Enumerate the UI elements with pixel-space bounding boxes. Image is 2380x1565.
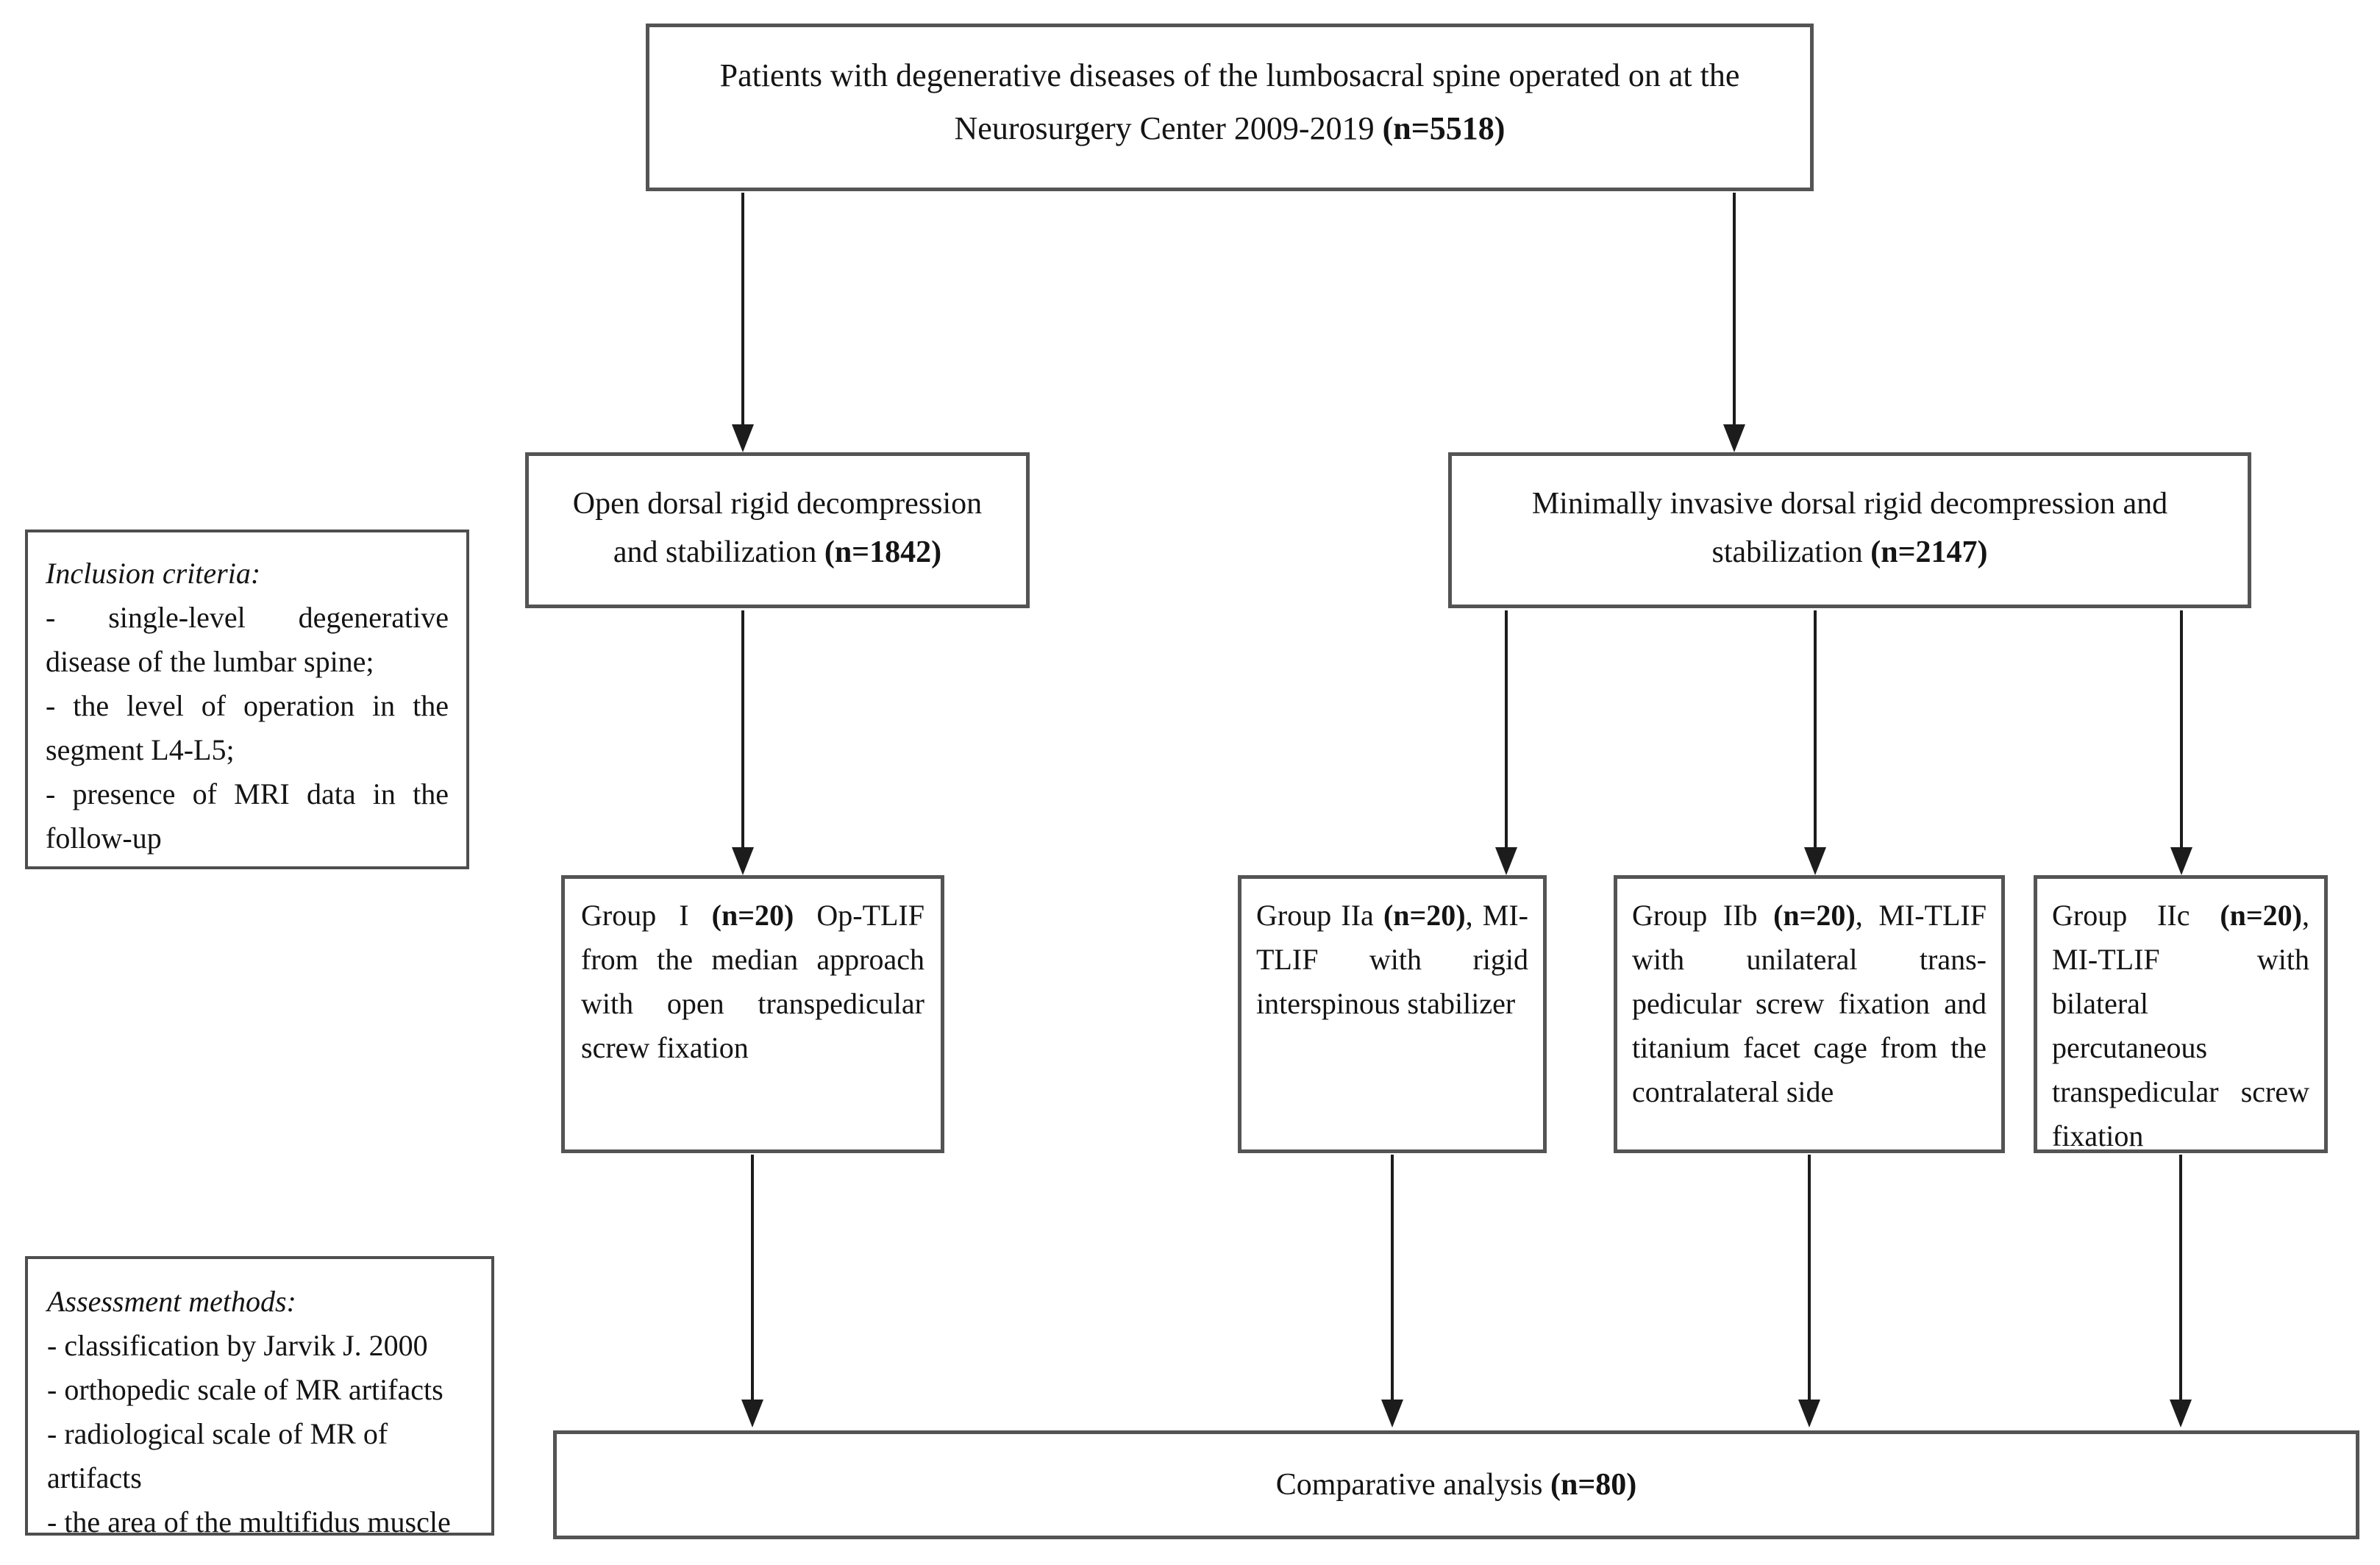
group-iic-prefix: Group IIc: [2052, 899, 2220, 932]
open-surgery-box: Open dorsal rigid decompression and stab…: [525, 452, 1030, 608]
group-i-prefix: Group I: [581, 899, 712, 932]
assessment-methods-item: - orthopedic scale of MR artifacts: [47, 1373, 443, 1406]
inclusion-criteria-item: - presence of MRI data in the follow-up: [46, 777, 449, 855]
assessment-methods-item: - the area of the multifidus muscle: [47, 1505, 451, 1539]
arrow-mis-to-group-iia: [1495, 610, 1517, 875]
group-iic-description: , MI-TLIF with bilateral percutaneous tr…: [2052, 899, 2309, 1152]
group-iib-box: Group IIb (n=20), MI-TLIF with unilatera…: [1614, 875, 2005, 1153]
top-box-line2-text: Neurosurgery Center 2009-2019: [954, 110, 1383, 146]
group-iib-description: , MI-TLIF with unilateral trans-pedicula…: [1632, 899, 1987, 1108]
assessment-methods-item: - radiological scale of MR of artifacts: [47, 1417, 388, 1494]
assessment-methods-item: - classification by Jarvik J. 2000: [47, 1329, 428, 1362]
arrow-top-to-mis: [1723, 193, 1745, 452]
arrow-group-iib-to-analysis: [1798, 1155, 1820, 1427]
group-iia-n-count: (n=20): [1383, 899, 1466, 932]
group-iia-description: , MI-TLIF with rigid interspinous stabil…: [1256, 899, 1528, 1020]
top-box-line2: Neurosurgery Center 2009-2019 (n=5518): [649, 102, 1810, 155]
group-i-box: Group I (n=20) Op-TLIF from the median a…: [561, 875, 944, 1153]
group-iic-label: Group IIc (n=20), MI-TLIF with bilateral…: [2052, 894, 2309, 1158]
open-box-line2: and stabilization (n=1842): [529, 528, 1026, 577]
inclusion-criteria-title: Inclusion criteria:: [46, 557, 261, 590]
mis-box-line2: stabilization (n=2147): [1452, 528, 2248, 577]
group-iib-n-count: (n=20): [1773, 899, 1856, 932]
mis-surgery-box: Minimally invasive dorsal rigid decompre…: [1448, 452, 2251, 608]
comparative-analysis-text: Comparative analysis: [1275, 1468, 1550, 1502]
arrow-mis-to-group-iib: [1804, 610, 1826, 875]
top-box: Patients with degenerative diseases of t…: [646, 24, 1814, 191]
group-iib-prefix: Group IIb: [1632, 899, 1774, 932]
open-box-n-count: (n=1842): [824, 535, 942, 569]
top-box-n-count: (n=5518): [1382, 110, 1506, 146]
group-i-label: Group I (n=20) Op-TLIF from the median a…: [581, 894, 924, 1070]
comparative-analysis-label: Comparative analysis (n=80): [1276, 1469, 1637, 1500]
arrow-open-to-group-i: [732, 610, 754, 875]
mis-box-line2-text: stabilization: [1711, 535, 1871, 569]
group-iia-label: Group IIa (n=20), MI-TLIF with rigid int…: [1256, 894, 1528, 1026]
mis-box-n-count: (n=2147): [1870, 535, 1988, 569]
group-i-description: Op-TLIF from the median approach with op…: [581, 899, 924, 1064]
mis-box-line1: Minimally invasive dorsal rigid decompre…: [1531, 487, 2168, 521]
inclusion-criteria-item: - the level of operation in the segment …: [46, 689, 449, 766]
group-iic-n-count: (n=20): [2220, 899, 2302, 932]
arrow-group-iia-to-analysis: [1381, 1155, 1403, 1427]
open-box-line1: Open dorsal rigid decompression: [572, 487, 983, 521]
arrow-group-iic-to-analysis: [2170, 1155, 2192, 1427]
open-box-line2-text: and stabilization: [613, 535, 824, 569]
group-iia-box: Group IIa (n=20), MI-TLIF with rigid int…: [1238, 875, 1547, 1153]
top-box-line1: Patients with degenerative diseases of t…: [719, 57, 1740, 93]
arrow-top-to-open: [732, 193, 754, 452]
inclusion-criteria-box: Inclusion criteria: - single-level degen…: [25, 530, 469, 869]
comparative-analysis-n-count: (n=80): [1550, 1468, 1637, 1502]
assessment-methods-box: Assessment methods: - classification by …: [25, 1256, 494, 1539]
arrow-group-i-to-analysis: [741, 1155, 763, 1427]
group-iia-prefix: Group IIa: [1256, 899, 1383, 932]
group-iib-label: Group IIb (n=20), MI-TLIF with unilatera…: [1632, 894, 1987, 1114]
arrow-mis-to-group-iic: [2170, 610, 2192, 875]
group-iic-box: Group IIc (n=20), MI-TLIF with bilateral…: [2034, 875, 2328, 1153]
group-i-n-count: (n=20): [711, 899, 794, 932]
inclusion-criteria-item: - single-level degenerative disease of t…: [46, 601, 449, 678]
comparative-analysis-box: Comparative analysis (n=80): [553, 1430, 2359, 1539]
assessment-methods-title: Assessment methods:: [47, 1285, 296, 1318]
